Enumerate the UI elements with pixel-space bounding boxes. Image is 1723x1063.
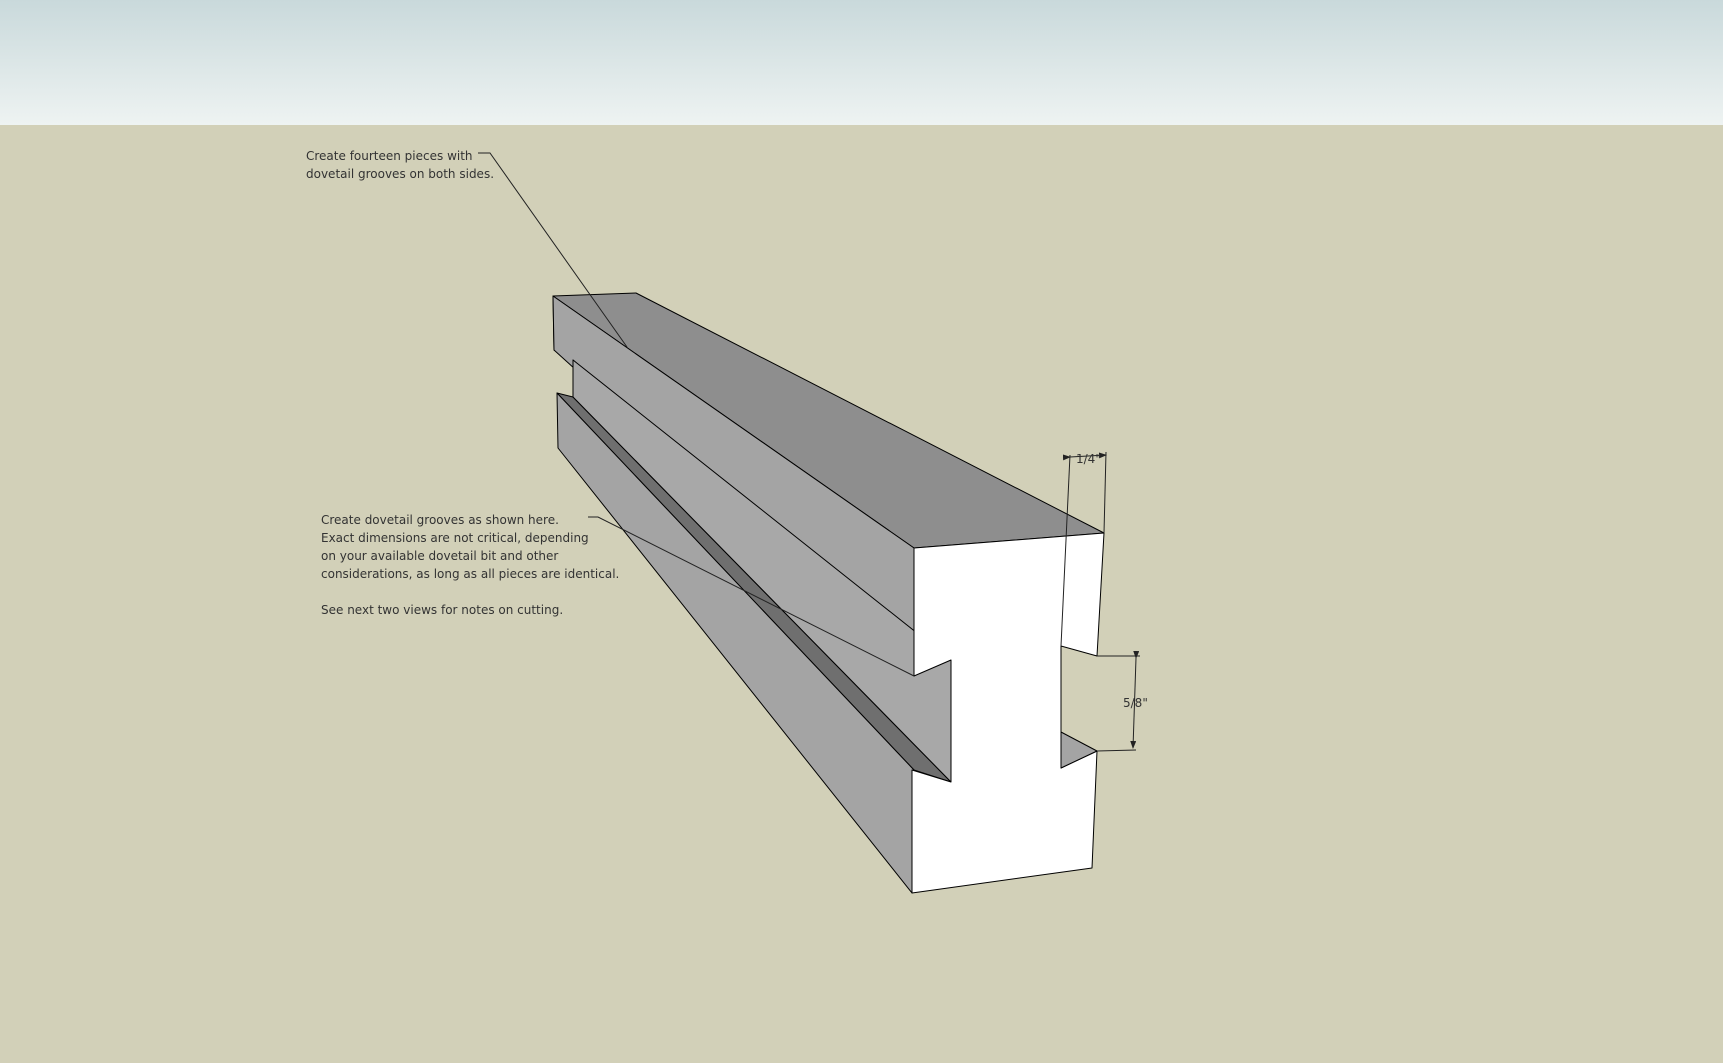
dim-label-width: 5/8": [1123, 696, 1148, 710]
note-middle: Create dovetail grooves as shown here. E…: [321, 513, 623, 617]
dovetail-piece[interactable]: [552, 292, 1105, 894]
dim-extension-left: [1060, 454, 1071, 647]
note-top-line-1: Create fourteen pieces with: [306, 149, 473, 163]
end-groove-shadow: [1060, 731, 1098, 769]
note-top-line-2: dovetail grooves on both sides.: [306, 167, 494, 181]
dim-line-top: [1062, 452, 1107, 461]
leader-line-middle: [588, 516, 915, 677]
dimension-groove-width[interactable]: [1096, 650, 1140, 752]
note-middle-line-4: considerations, as long as all pieces ar…: [321, 567, 619, 581]
dimension-groove-depth[interactable]: [1060, 451, 1107, 647]
leader-line-top: [478, 152, 628, 348]
note-middle-line-6: See next two views for notes on cutting.: [321, 603, 563, 617]
sky: [0, 0, 1723, 125]
note-top: Create fourteen pieces with dovetail gro…: [306, 149, 494, 181]
note-middle-line-2: Exact dimensions are not critical, depen…: [321, 531, 589, 545]
note-middle-line-3: on your available dovetail bit and other: [321, 549, 558, 563]
dim-extension-right: [1103, 451, 1107, 534]
dim-extension-bottom: [1096, 749, 1137, 752]
dim-label-depth: 1/4": [1076, 452, 1101, 466]
note-middle-line-1: Create dovetail grooves as shown here.: [321, 513, 559, 527]
dim-line-vertical: [1130, 650, 1140, 749]
